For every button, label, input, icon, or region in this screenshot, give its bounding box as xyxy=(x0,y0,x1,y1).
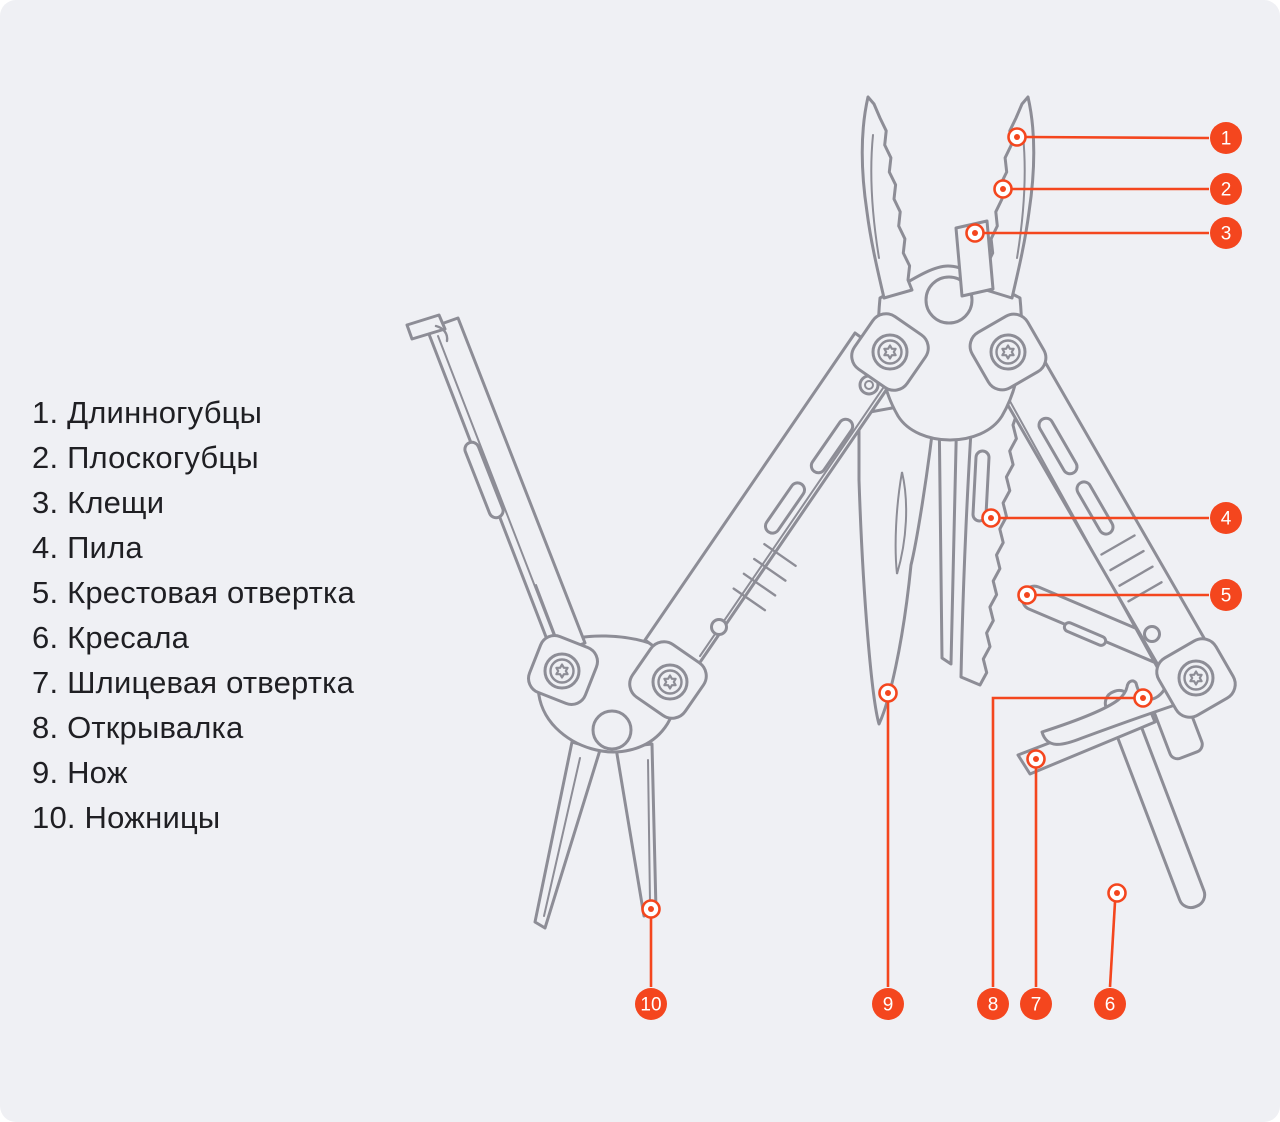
scissors-arm-tip-cap xyxy=(405,313,447,341)
svg-text:4: 4 xyxy=(1221,509,1232,530)
legend-item-2: 2. Плоскогубцы xyxy=(32,440,259,475)
callout-8-anchor-ring xyxy=(1133,688,1153,708)
callout-7-anchor-ring xyxy=(1026,749,1046,769)
callout-9-anchor-ring xyxy=(878,683,898,703)
callouts: 1 2 3 4 xyxy=(635,122,1242,1020)
wire-cutter-insert xyxy=(954,219,995,298)
knife xyxy=(857,398,938,726)
callout-8: 8 xyxy=(977,688,1153,1020)
legend-item-7: 7. Шлицевая отвертка xyxy=(32,665,355,700)
svg-text:6: 6 xyxy=(1105,995,1116,1016)
callout-10: 10 xyxy=(635,899,667,1020)
callout-3: 3 xyxy=(965,217,1242,249)
callout-2-anchor-ring xyxy=(993,179,1013,199)
handle-left-hole xyxy=(710,618,728,636)
jaw-long-nose-right xyxy=(984,95,1036,300)
scissors-arm xyxy=(425,316,587,657)
callout-5: 5 xyxy=(1017,579,1242,611)
scissors-pivot-hole xyxy=(591,709,633,751)
legend-item-9: 9. Нож xyxy=(32,755,128,790)
handle-right-slot-upper xyxy=(1037,416,1079,476)
callout-5-badge xyxy=(1210,579,1242,611)
callout-7-badge xyxy=(1020,988,1052,1020)
torx-screw-handle-left xyxy=(651,663,689,701)
svg-text:8: 8 xyxy=(988,995,999,1016)
callout-3-badge xyxy=(1210,217,1242,249)
handle-left-slot-upper xyxy=(809,417,855,475)
callout-7: 7 xyxy=(1020,749,1052,1020)
callout-2-badge xyxy=(1210,173,1242,205)
jaw-long-nose-left xyxy=(860,95,914,300)
callout-5-anchor-ring xyxy=(1017,585,1037,605)
callout-2: 2 xyxy=(993,173,1242,205)
callout-3-anchor-ring xyxy=(965,223,985,243)
svg-text:9: 9 xyxy=(883,995,894,1016)
awl-tool xyxy=(937,402,959,666)
svg-text:2: 2 xyxy=(1221,180,1232,201)
torx-screw-top-right xyxy=(989,333,1027,371)
callout-10-anchor-ring xyxy=(641,899,661,919)
callout-6-badge xyxy=(1094,988,1126,1020)
callout-1: 1 xyxy=(1007,122,1242,154)
saw xyxy=(959,384,1023,687)
scissors xyxy=(405,313,678,930)
knife-blade xyxy=(857,398,938,726)
handle-right xyxy=(985,339,1237,719)
handle-right-slot-lower xyxy=(1075,480,1115,536)
svg-text:1: 1 xyxy=(1221,129,1232,150)
legend-item-10: 10. Ножницы xyxy=(32,800,221,835)
handle-left-grip-ribs xyxy=(732,543,797,612)
callout-4: 4 xyxy=(981,502,1242,534)
svg-text:3: 3 xyxy=(1221,224,1232,245)
torx-screw-handle-right xyxy=(1177,659,1215,697)
callout-4-anchor-ring xyxy=(981,508,1001,528)
scissors-arm-slot xyxy=(463,440,505,520)
legend-item-3: 3. Клещи xyxy=(32,485,165,520)
svg-text:5: 5 xyxy=(1221,586,1232,607)
callout-6: 6 xyxy=(1094,883,1127,1020)
callout-4-badge xyxy=(1210,502,1242,534)
parts-legend: 1. Длинногубцы 2. Плоскогубцы 3. Клещи 4… xyxy=(32,390,355,840)
scissors-blade-left xyxy=(533,740,602,930)
legend-item-1: 1. Длинногубцы xyxy=(32,395,263,430)
knife-bevel xyxy=(894,471,908,575)
handle-left-slot-lower xyxy=(763,481,807,535)
legend-item-6: 6. Кресала xyxy=(32,620,190,655)
torx-screw-scissors xyxy=(543,652,581,690)
callout-6-anchor-ring xyxy=(1107,883,1127,903)
callout-9: 9 xyxy=(872,683,904,1020)
handle-right-hole xyxy=(1143,625,1161,643)
handle-right-grip-ribs xyxy=(1100,534,1163,603)
callout-8-badge xyxy=(977,988,1009,1020)
callout-1-badge xyxy=(1210,122,1242,154)
pliers-jaws xyxy=(860,95,1036,300)
handle-top-tabs xyxy=(850,312,1048,392)
legend-item-8: 8. Открывалка xyxy=(32,710,244,745)
handle-left xyxy=(628,331,904,720)
saw-nail-slot xyxy=(971,449,991,523)
svg-text:10: 10 xyxy=(640,995,661,1016)
callout-10-badge xyxy=(635,988,667,1020)
legend-item-5: 5. Крестовая отвертка xyxy=(32,575,355,610)
callout-1-anchor-ring xyxy=(1007,127,1027,147)
phillips-slot xyxy=(1062,621,1108,647)
firesteel-bar xyxy=(1103,688,1207,910)
callout-9-badge xyxy=(872,988,904,1020)
legend-item-4: 4. Пила xyxy=(32,530,143,565)
svg-text:7: 7 xyxy=(1031,995,1042,1016)
torx-screw-top-left xyxy=(871,333,909,371)
